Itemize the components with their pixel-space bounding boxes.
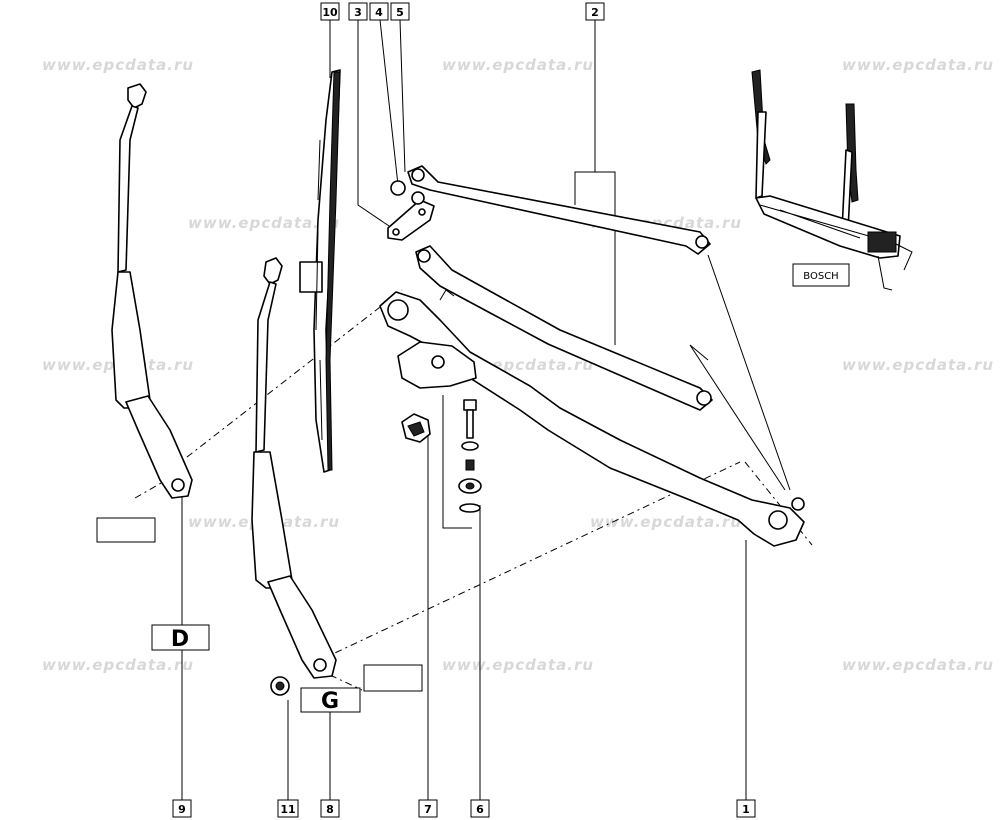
watermark: www.epcdata.ru: [842, 656, 994, 674]
watermark: www.epcdata.ru: [442, 656, 594, 674]
watermark: www.epcdata.ru: [442, 56, 594, 74]
connecting-rods: [407, 165, 713, 411]
bolt-assembly: [458, 399, 482, 513]
leader-lines: [181, 19, 791, 800]
wiper-arm-right: [111, 83, 193, 499]
callout-number: 10: [322, 6, 338, 19]
watermark: www.epcdata.ru: [590, 513, 742, 531]
callout-number: 8: [326, 803, 334, 816]
callout-8[interactable]: 8: [320, 799, 340, 818]
arm-nut: [270, 676, 290, 696]
callout-3[interactable]: 3: [348, 2, 368, 21]
watermark: www.epcdata.ru: [42, 56, 194, 74]
callout-number: 7: [424, 803, 432, 816]
callout-number: 1: [742, 803, 750, 816]
callout-11[interactable]: 11: [277, 799, 299, 818]
callout-9[interactable]: 9: [172, 799, 192, 818]
watermark: www.epcdata.ru: [842, 56, 994, 74]
callout-number: 4: [375, 6, 383, 19]
callout-number: 2: [591, 6, 599, 19]
side-label-right-text: D: [171, 627, 189, 652]
callout-6[interactable]: 6: [470, 799, 490, 818]
bracket-assembly: [387, 180, 435, 241]
brand-label-box: [792, 263, 850, 287]
wiper-blade: [299, 69, 341, 473]
clip: [401, 413, 431, 443]
callout-7[interactable]: 7: [418, 799, 438, 818]
callout-number: 5: [396, 6, 404, 19]
side-label-left: G: [300, 687, 361, 714]
brand-label: BOSCH: [803, 271, 838, 282]
main-linkage-frame: [379, 289, 805, 547]
callout-number: 6: [476, 803, 484, 816]
side-label-left-text: G: [321, 689, 339, 714]
callout-number: 9: [178, 803, 186, 816]
callout-2[interactable]: 2: [585, 2, 605, 21]
assembly-inset: [751, 69, 913, 291]
blank-label-box: [363, 664, 423, 692]
watermark: www.epcdata.ru: [42, 656, 194, 674]
wiper-arm-left: [251, 257, 337, 679]
callout-number: 11: [280, 803, 295, 816]
callout-10[interactable]: 10: [320, 2, 340, 21]
callout-5[interactable]: 5: [390, 2, 410, 21]
side-label-right: D: [151, 624, 210, 652]
callout-number: 3: [354, 6, 362, 19]
blank-label-box: [96, 517, 156, 543]
watermark: www.epcdata.ru: [842, 356, 994, 374]
callout-1[interactable]: 1: [736, 799, 756, 818]
callout-4[interactable]: 4: [369, 2, 389, 21]
watermark: www.epcdata.ru: [188, 214, 340, 232]
